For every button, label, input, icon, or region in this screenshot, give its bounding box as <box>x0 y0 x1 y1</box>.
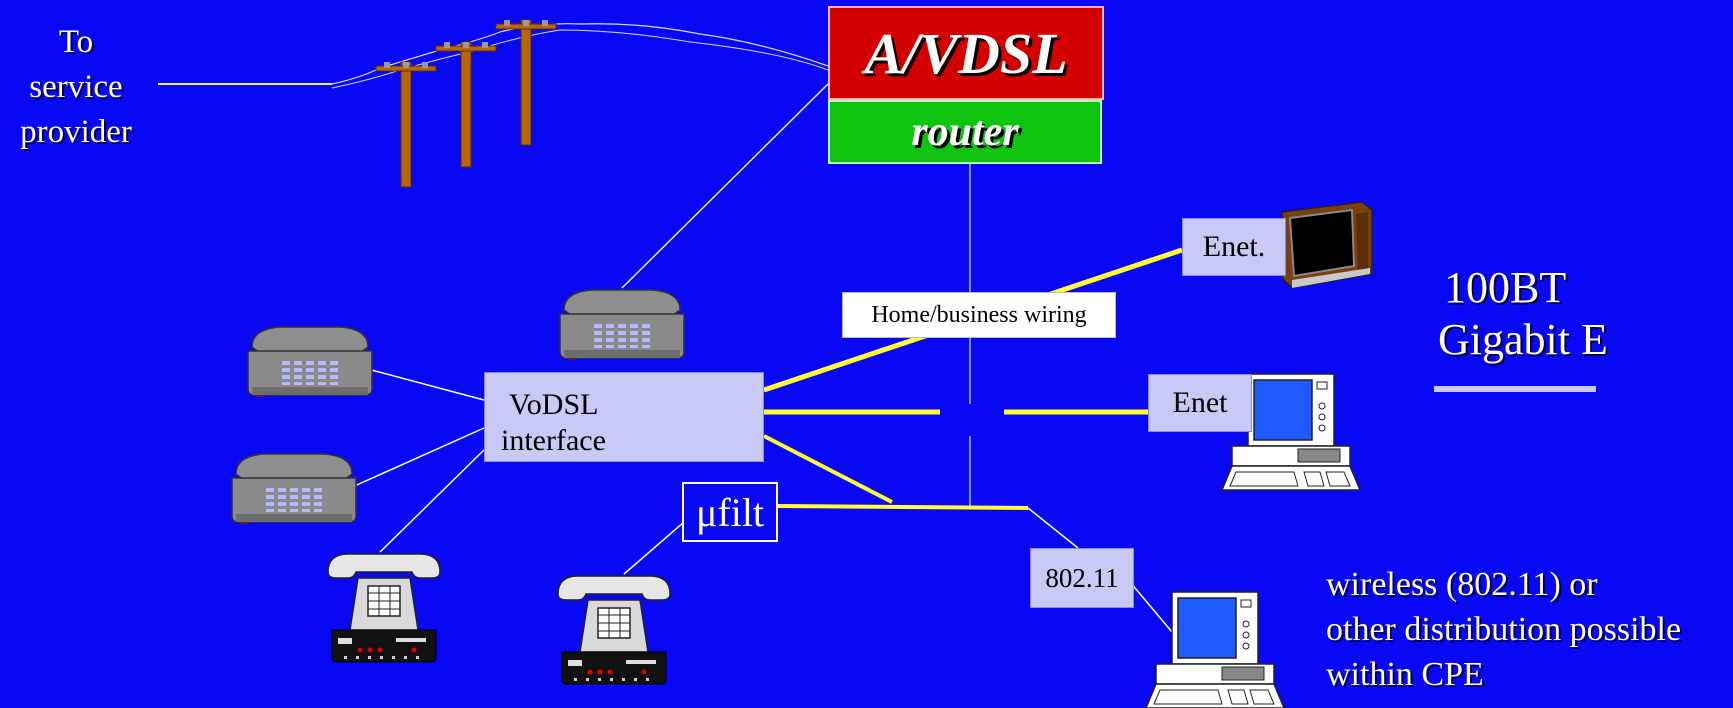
router-label: router <box>911 109 1019 155</box>
trimline-phone-icon <box>557 575 671 685</box>
enet-tv-label: Enet. <box>1202 230 1266 263</box>
wifi-box: 802.11 <box>1030 548 1134 608</box>
mufilt-box: μfilt <box>682 482 778 542</box>
utility-pole-icon <box>495 19 557 146</box>
wifi-label: 802.11 <box>1045 562 1119 593</box>
wireless-note-line3: within CPE <box>1326 656 1484 693</box>
wireless-note: wireless (802.11) or other distribution … <box>1326 562 1681 697</box>
vodsl-interface-box: VoDSL interface <box>484 372 764 462</box>
router-box: router <box>828 100 1102 164</box>
utility-pole-icon <box>435 41 497 168</box>
wires <box>158 23 1183 633</box>
wiring-label: Home/business wiring <box>871 301 1087 328</box>
mufilt-wiring-wire <box>777 504 1029 510</box>
enet-tv-box: Enet. <box>1182 218 1286 276</box>
phone1-wire <box>363 367 485 401</box>
provider-label: To service provider <box>20 24 132 150</box>
phone2-wire <box>349 427 485 489</box>
enet-pc-box: Enet <box>1148 374 1252 432</box>
vodsl-mufilt-wire <box>763 434 893 504</box>
vodsl-label-line2: interface <box>501 424 606 457</box>
avdsl-label: A/VDSL <box>864 20 1068 86</box>
desk-phone-icon <box>558 288 686 361</box>
router-phone-line <box>621 83 829 289</box>
lan-label-line1: 100BT <box>1444 263 1567 312</box>
wifi-link-wire <box>1027 507 1079 549</box>
wiring-label-box: Home/business wiring <box>842 292 1116 338</box>
wireless-note-line2: other distribution possible <box>1326 611 1682 648</box>
enet-pc-label: Enet <box>1172 386 1228 419</box>
phone4-wire <box>623 521 685 575</box>
wireless-note-line1: wireless (802.11) or <box>1326 566 1598 603</box>
utility-pole-icon <box>375 61 437 188</box>
computer-icon <box>1145 591 1285 708</box>
wifi-pc-wire <box>1129 581 1173 633</box>
lan-underline <box>1434 386 1596 392</box>
desk-phone-icon <box>246 325 374 398</box>
mufilt-label: μfilt <box>695 489 765 535</box>
lan-label-line2: Gigabit E <box>1438 315 1608 364</box>
trimline-phone-icon <box>327 553 441 663</box>
desk-phone-icon <box>230 452 358 525</box>
television-icon <box>1281 201 1373 289</box>
lan-label: 100BT Gigabit E <box>1438 262 1608 366</box>
vodsl-label-line1: VoDSL <box>509 388 599 421</box>
phone3-wire <box>379 449 485 553</box>
avdsl-box: A/VDSL <box>828 6 1104 100</box>
